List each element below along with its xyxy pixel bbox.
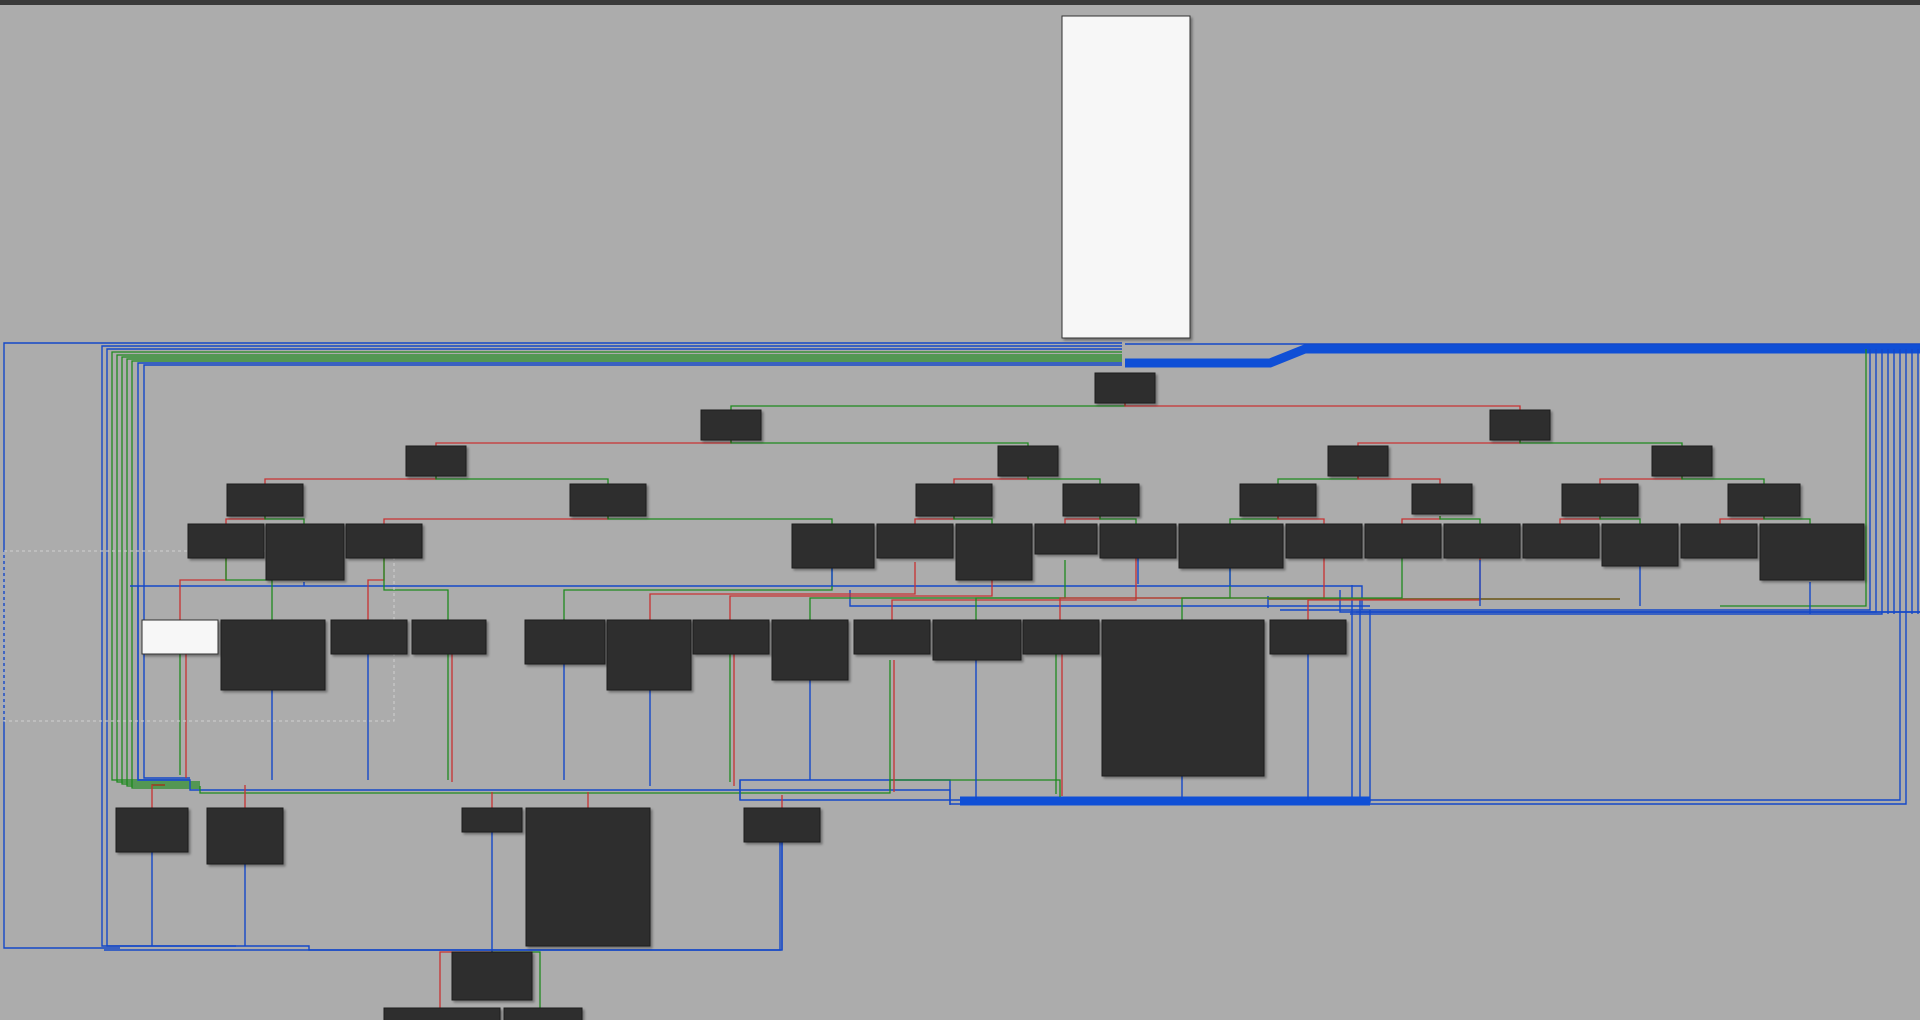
block-l4-7[interactable] (1034, 523, 1098, 555)
block-l4-15[interactable] (1680, 523, 1758, 559)
block-l3-c[interactable] (915, 483, 993, 517)
block-l4-16[interactable] (1759, 523, 1865, 581)
block-l4-5[interactable] (876, 523, 954, 559)
block-l3-b[interactable] (569, 483, 647, 517)
block-l4-3[interactable] (345, 523, 423, 559)
block-l5-4[interactable] (411, 619, 487, 655)
block-l8-2[interactable] (503, 1007, 583, 1020)
block-l6-4[interactable] (525, 807, 651, 947)
loop-back-edges (3, 342, 1920, 951)
block-l2-b[interactable] (997, 445, 1059, 477)
block-l4-6[interactable] (955, 523, 1033, 581)
block-l5-3[interactable] (330, 619, 408, 655)
block-l1-left[interactable] (700, 409, 762, 441)
block-l5-13[interactable] (1269, 619, 1347, 655)
block-root[interactable] (1094, 372, 1156, 404)
block-l4-14[interactable] (1601, 523, 1679, 567)
block-l3-h[interactable] (1727, 483, 1801, 517)
block-l4-11[interactable] (1364, 523, 1442, 559)
block-l6-1[interactable] (115, 807, 189, 853)
block-l4-4[interactable] (791, 523, 875, 569)
block-l5-7[interactable] (692, 619, 770, 655)
block-l5-8[interactable] (771, 619, 849, 681)
block-l2-d[interactable] (1651, 445, 1713, 477)
block-l4-8[interactable] (1099, 523, 1177, 559)
block-l6-3[interactable] (461, 807, 523, 833)
block-l4-2[interactable] (265, 523, 345, 581)
block-l3-g[interactable] (1561, 483, 1639, 517)
branch-edges (151, 403, 1811, 1008)
block-l4-9[interactable] (1178, 523, 1284, 569)
block-l5-5[interactable] (524, 619, 606, 665)
block-l3-e[interactable] (1239, 483, 1317, 517)
block-l5-2[interactable] (220, 619, 326, 691)
block-l5-10[interactable] (932, 619, 1022, 661)
block-l5-6[interactable] (606, 619, 692, 691)
block-l3-a[interactable] (226, 483, 304, 517)
block-l6-5[interactable] (743, 807, 821, 843)
block-l4-13[interactable] (1522, 523, 1600, 559)
block-l4-1[interactable] (187, 523, 265, 559)
block-l3-f[interactable] (1411, 483, 1473, 515)
block-l7-1[interactable] (451, 951, 533, 1001)
block-l8-1[interactable] (383, 1007, 501, 1020)
block-l5-9[interactable] (853, 619, 931, 655)
graph-blocks[interactable] (115, 15, 1865, 1020)
branch-block-selected[interactable] (141, 619, 219, 655)
window-top-edge (0, 0, 1920, 5)
entry-block[interactable] (1061, 15, 1191, 339)
block-l4-10[interactable] (1285, 523, 1363, 559)
block-l5-11[interactable] (1022, 619, 1100, 655)
block-l5-12[interactable] (1101, 619, 1265, 777)
block-l2-a[interactable] (405, 445, 467, 477)
block-l3-d[interactable] (1062, 483, 1140, 517)
block-l6-2[interactable] (206, 807, 284, 865)
block-l1-right[interactable] (1489, 409, 1551, 441)
block-l2-c[interactable] (1327, 445, 1389, 477)
block-l4-12[interactable] (1443, 523, 1521, 559)
